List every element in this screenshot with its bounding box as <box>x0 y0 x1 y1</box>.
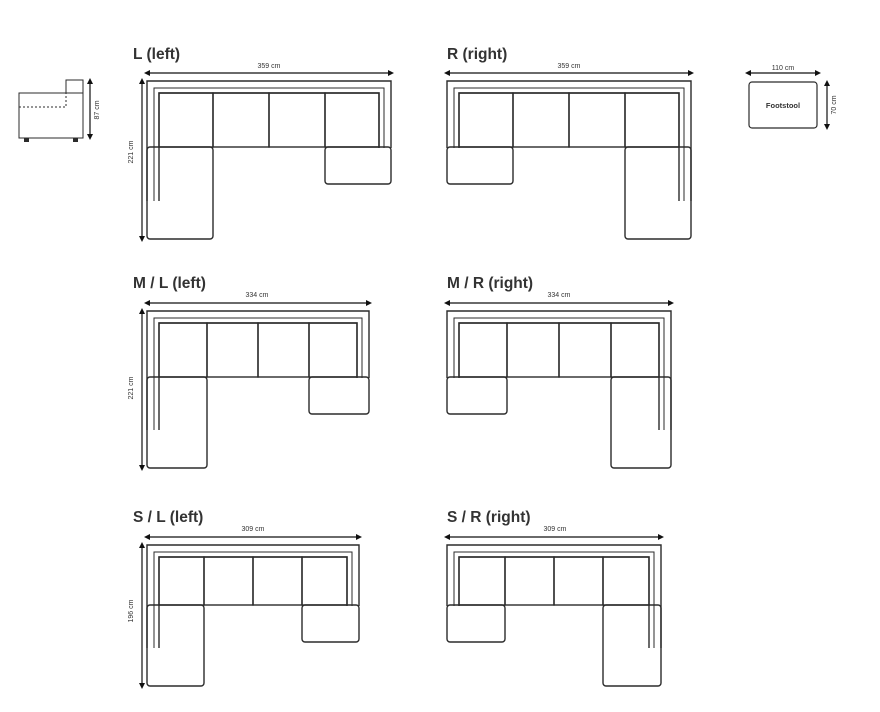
backrest-inner <box>153 317 363 430</box>
corner-seat-left <box>458 556 506 606</box>
footstool-depth-label: 70 cm <box>831 95 838 114</box>
corner-seat-left <box>158 556 205 606</box>
chaise-seat <box>146 146 214 240</box>
variant-title: M / R (right) <box>447 275 533 292</box>
backrest-inner <box>153 87 385 201</box>
footstool-width-label: 110 cm <box>772 65 795 72</box>
backrest-inner <box>453 317 665 430</box>
backrest-outer <box>146 310 370 430</box>
footstool-label: Footstool <box>766 101 800 110</box>
middle-seat <box>203 556 254 606</box>
middle-seat <box>553 556 604 606</box>
backrest-outer <box>446 80 692 201</box>
corner-seat-right <box>602 556 650 606</box>
chaise-seat <box>610 376 672 469</box>
corner-seat-right <box>610 322 660 378</box>
backrest-outer <box>446 544 662 648</box>
variant-L-left: L (left) 359 cm 221 cm <box>128 46 394 242</box>
sofa-foot-right <box>73 138 78 142</box>
middle-seat <box>506 322 560 378</box>
variant-title: R (right) <box>447 46 507 63</box>
ottoman-seat <box>446 376 508 415</box>
variant-width-label: 309 cm <box>242 526 265 533</box>
middle-seat <box>268 92 326 148</box>
variant-width-label: 334 cm <box>548 292 571 299</box>
variant-S-right: S / R (right) 309 cm <box>444 509 664 687</box>
chaise-seat <box>624 146 692 240</box>
sofa-foot-left <box>24 138 29 142</box>
middle-seat <box>512 92 570 148</box>
footstool-outline <box>748 81 818 129</box>
corner-seat-left <box>158 92 214 148</box>
middle-seat <box>257 322 310 378</box>
variant-width-label: 334 cm <box>246 292 269 299</box>
variant-depth-label: 196 cm <box>128 599 135 622</box>
variant-width-label: 309 cm <box>544 526 567 533</box>
variant-depth-label: 221 cm <box>128 376 135 399</box>
ottoman-seat <box>446 604 506 643</box>
middle-seat <box>212 92 270 148</box>
chaise-seat <box>602 604 662 687</box>
chaise-seat <box>146 376 208 469</box>
side-height-label: 87 cm <box>94 100 101 119</box>
footstool: 110 cm Footstool 70 cm <box>745 65 838 130</box>
backrest-inner <box>453 551 655 648</box>
variant-depth-label: 221 cm <box>128 140 135 163</box>
backrest-outer <box>146 544 360 648</box>
ottoman-seat <box>324 146 392 185</box>
corner-seat-right <box>624 92 680 148</box>
corner-seat-right <box>308 322 358 378</box>
variant-S-left: S / L (left) 309 cm 196 cm <box>128 509 362 689</box>
variant-M-right: M / R (right) 334 cm <box>444 275 674 469</box>
middle-seat <box>504 556 555 606</box>
variant-R-right: R (right) 359 cm <box>444 46 694 240</box>
variant-title: S / R (right) <box>447 509 531 526</box>
variant-title: M / L (left) <box>133 275 206 292</box>
middle-seat <box>252 556 303 606</box>
variant-width-label: 359 cm <box>258 63 281 70</box>
chaise-seat <box>146 604 205 687</box>
corner-seat-right <box>324 92 380 148</box>
middle-seat <box>206 322 259 378</box>
backrest-inner <box>153 551 353 648</box>
middle-seat <box>558 322 612 378</box>
variant-title: S / L (left) <box>133 509 203 526</box>
backrest-inner <box>453 87 685 201</box>
backrest-outer <box>446 310 672 430</box>
corner-seat-left <box>458 322 508 378</box>
corner-seat-left <box>458 92 514 148</box>
middle-seat <box>568 92 626 148</box>
corner-seat-left <box>158 322 208 378</box>
variant-M-left: M / L (left) 334 cm 221 cm <box>128 275 372 471</box>
ottoman-seat <box>301 604 360 643</box>
backrest-outer <box>146 80 392 201</box>
variant-width-label: 359 cm <box>558 63 581 70</box>
ottoman-seat <box>446 146 514 185</box>
corner-seat-right <box>301 556 348 606</box>
side-view: 87 cm <box>18 78 101 142</box>
variant-title: L (left) <box>133 46 180 63</box>
ottoman-seat <box>308 376 370 415</box>
